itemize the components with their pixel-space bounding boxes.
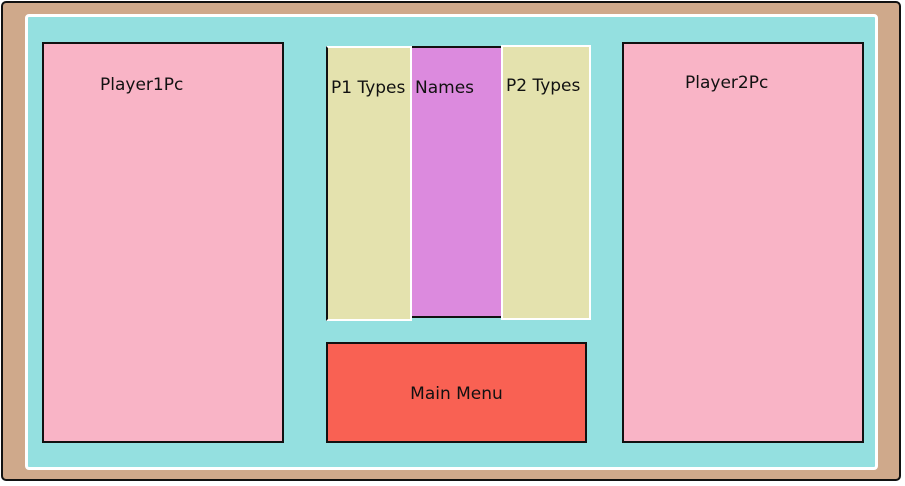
main-menu-label: Main Menu	[410, 383, 503, 404]
p1-types-label: P1 Types	[331, 78, 406, 98]
player2-panel[interactable]: Player2Pc	[622, 42, 864, 443]
p2-types-label: P2 Types	[506, 76, 581, 96]
names-column[interactable]: Names	[409, 46, 503, 318]
p1-types-column[interactable]: P1 Types	[326, 46, 412, 321]
p2-types-column[interactable]: P2 Types	[501, 45, 591, 320]
names-label: Names	[415, 78, 475, 98]
main-menu-button[interactable]: Main Menu	[326, 342, 587, 443]
player1-panel[interactable]: Player1Pc	[42, 42, 284, 443]
player2-label: Player2Pc	[685, 73, 769, 93]
player1-label: Player1Pc	[100, 75, 184, 95]
